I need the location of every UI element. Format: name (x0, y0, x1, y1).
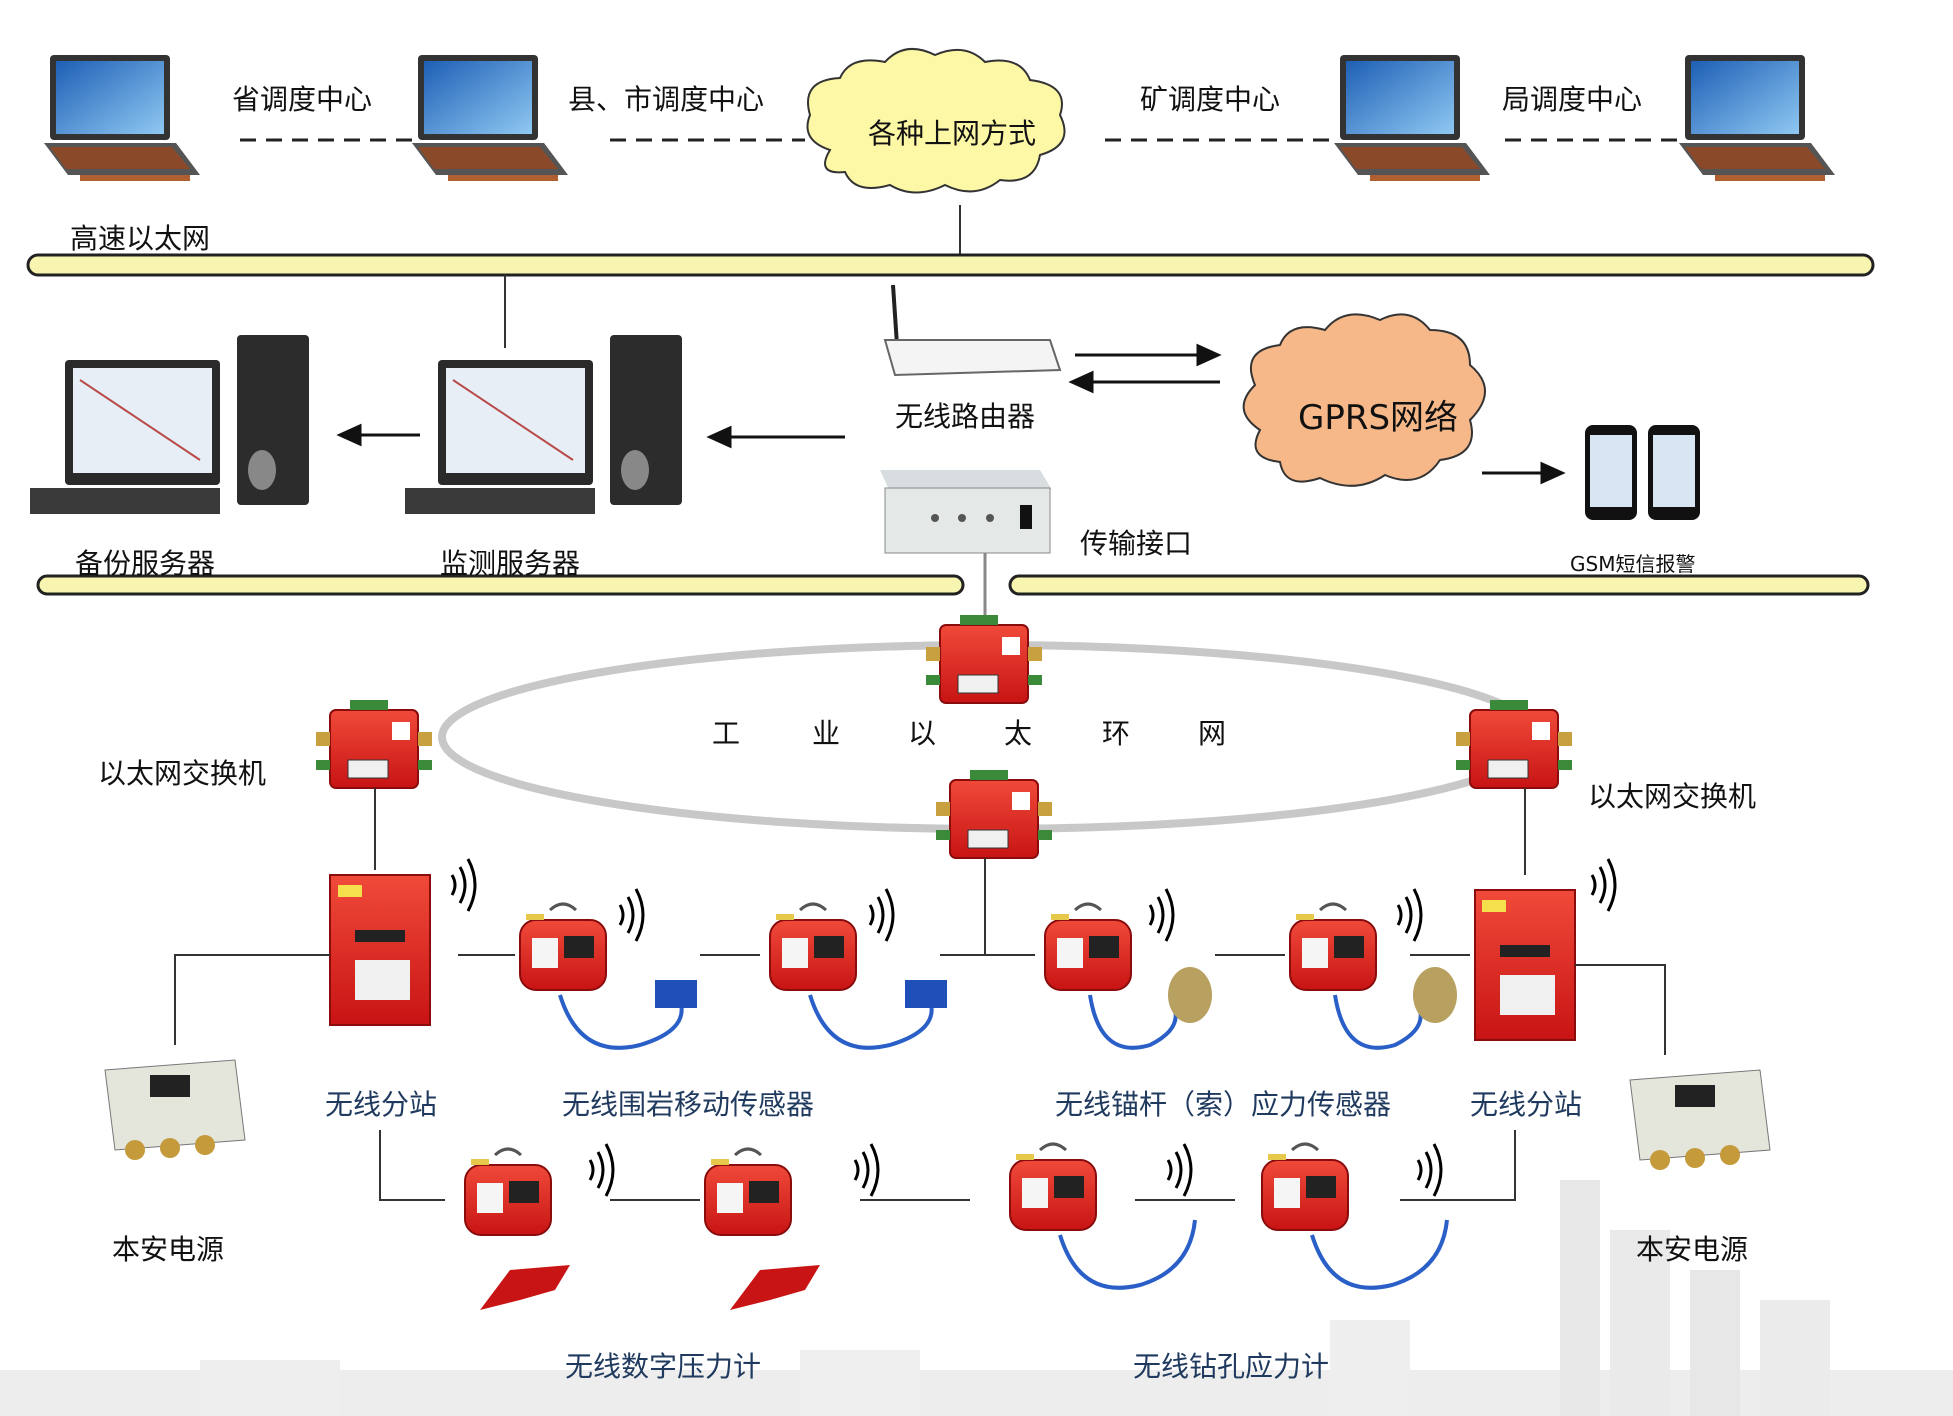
ring-label-char: 环 (1102, 717, 1131, 750)
high-speed-ethernet-bus (26, 253, 1875, 277)
probe-head-icon (655, 980, 947, 1008)
gprs-label: GPRS网络 (1298, 398, 1459, 438)
switch-left-label: 以太网交换机 (98, 757, 267, 790)
wireless-waves-icon (618, 887, 645, 943)
monitor-server-icon (405, 335, 682, 514)
center-label-bureau: 局调度中心 (1502, 83, 1643, 116)
ethernet-switch-right-icon (1455, 699, 1573, 789)
router-label: 无线路由器 (895, 400, 1036, 433)
wireless-waves-icon (1166, 1142, 1193, 1198)
wireless-waves-icon (1416, 1142, 1443, 1198)
monitor-server-label: 监测服务器 (440, 547, 581, 580)
switch-links (374, 788, 1526, 955)
wireless-waves-icon (1148, 887, 1175, 943)
arrow-to-phones (1482, 461, 1566, 485)
center-label-mine: 矿调度中心 (1140, 83, 1281, 116)
wireless-waves-icon (588, 1142, 615, 1198)
phone-icon (1585, 425, 1700, 520)
power-supply-left-icon (104, 1059, 246, 1160)
center-label-province: 省调度中心 (232, 83, 373, 116)
bus-label: 高速以太网 (70, 222, 211, 255)
bus-right (1008, 574, 1870, 596)
center-label-county: 县、市调度中心 (568, 83, 765, 116)
wireless-waves-icon (1396, 887, 1423, 943)
interface-label: 传输接口 (1080, 527, 1193, 560)
laptop-icon-bureau (1679, 55, 1835, 181)
borehole-probe-icon (1058, 1219, 1449, 1290)
ring-label-char: 网 (1198, 717, 1227, 750)
borehole-gauge-icon (1260, 1142, 1350, 1232)
arrows-to-servers (336, 423, 845, 449)
pressure-gauge-icon (463, 1147, 553, 1237)
router-gprs-arrows (1068, 343, 1222, 394)
substation-left-icon (329, 874, 431, 1026)
ring-switch-bottom-icon (935, 769, 1053, 859)
backup-server-label: 备份服务器 (75, 547, 216, 580)
sms-label: GSM短信报警 (1570, 552, 1696, 576)
ring-label-char: 业 (812, 717, 841, 750)
skyline-decoration (0, 1180, 1953, 1416)
anchor-stress-sensor-icon (1043, 902, 1133, 992)
substation-right-icon (1474, 889, 1576, 1041)
substation-right-label: 无线分站 (1470, 1088, 1583, 1121)
anchor-probe-icon (1088, 967, 1457, 1050)
wireless-waves-icon (868, 887, 895, 943)
internet-cloud-icon (806, 47, 1066, 194)
backup-server-icon (30, 335, 309, 514)
laptop-icon-county (412, 55, 568, 181)
ring-label-char: 工 (712, 717, 741, 750)
transmission-interface-icon (880, 470, 1052, 554)
gprs-cloud-icon (1242, 313, 1486, 487)
laptop-icon-province (44, 55, 200, 181)
substation-left-label: 无线分站 (325, 1088, 438, 1121)
anchor-stress-sensor-icon (1288, 902, 1378, 992)
ethernet-switch-left-icon (315, 699, 433, 789)
laptop-icon-mine (1334, 55, 1490, 181)
field-links (174, 954, 1666, 1201)
rock-sensor-label: 无线围岩移动传感器 (562, 1088, 815, 1121)
rock-displacement-sensor-icon (518, 902, 608, 992)
borehole-gauge-label: 无线钻孔应力计 (1133, 1350, 1330, 1383)
switch-right-label: 以太网交换机 (1588, 780, 1757, 813)
power-supply-right-icon (1629, 1069, 1771, 1170)
cloud-label: 各种上网方式 (868, 117, 1037, 150)
wireless-waves-icon (853, 1142, 880, 1198)
pressure-gauge-label: 无线数字压力计 (565, 1350, 762, 1383)
pressure-gauge-icon (703, 1147, 793, 1237)
sensor-probe-icon (558, 994, 934, 1050)
bus-left (36, 574, 965, 596)
wireless-waves-icon (1590, 857, 1617, 913)
power-left-label: 本安电源 (112, 1233, 225, 1266)
wireless-router-icon (883, 284, 1062, 377)
borehole-gauge-icon (1008, 1142, 1098, 1232)
wireless-waves-icon (450, 857, 477, 913)
hydraulic-support-icon (480, 1265, 820, 1310)
ring-switch-top-icon (925, 614, 1043, 704)
ring-label-char: 太 (1004, 717, 1033, 750)
rock-displacement-sensor-icon (768, 902, 858, 992)
anchor-sensor-label: 无线锚杆（索）应力传感器 (1055, 1088, 1392, 1121)
power-right-label: 本安电源 (1636, 1233, 1749, 1266)
ring-label-char: 以 (908, 717, 937, 750)
